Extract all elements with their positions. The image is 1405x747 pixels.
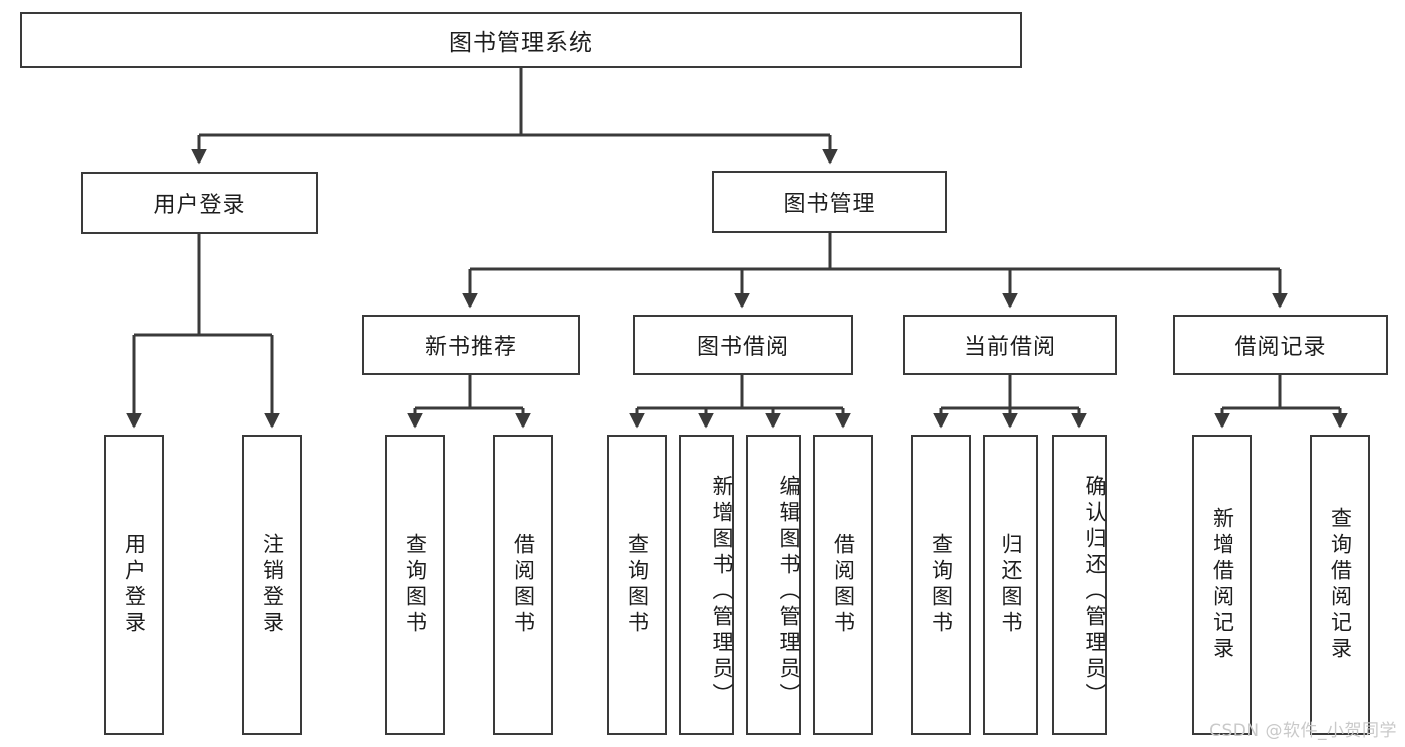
node-label: 注销登录 bbox=[260, 533, 285, 637]
node-label: 借阅记录 bbox=[1234, 335, 1327, 360]
leaf-user-login-login[interactable]: 用户登录 bbox=[104, 435, 164, 735]
node-root-library-system[interactable]: 图书管理系统 bbox=[20, 12, 1022, 68]
node-borrow-records[interactable]: 借阅记录 bbox=[1173, 315, 1388, 375]
leaf-current-borrow-confirm-return-admin[interactable]: 确认归还（管理员） bbox=[1052, 435, 1107, 735]
node-label: 查询图书 bbox=[403, 533, 428, 637]
node-user-login[interactable]: 用户登录 bbox=[81, 172, 318, 234]
node-label: 借阅图书 bbox=[831, 533, 856, 637]
node-label: 借阅图书 bbox=[511, 533, 536, 637]
leaf-records-query-record[interactable]: 查询借阅记录 bbox=[1310, 435, 1370, 735]
node-new-book-recommend[interactable]: 新书推荐 bbox=[362, 315, 580, 375]
node-label: 用户登录 bbox=[153, 193, 246, 218]
node-label: 查询图书 bbox=[929, 533, 954, 637]
leaf-new-book-borrow-book[interactable]: 借阅图书 bbox=[493, 435, 553, 735]
node-label: 新书推荐 bbox=[424, 335, 517, 360]
node-label: 用户登录 bbox=[122, 533, 147, 637]
leaf-book-borrow-add-book-admin[interactable]: 新增图书（管理员） bbox=[679, 435, 734, 735]
leaf-user-login-logout[interactable]: 注销登录 bbox=[242, 435, 302, 735]
node-label: 查询图书 bbox=[625, 533, 650, 637]
node-label: 归还图书 bbox=[999, 533, 1023, 637]
leaf-current-borrow-return-book[interactable]: 归还图书 bbox=[983, 435, 1038, 735]
node-label: 图书管理 bbox=[783, 192, 876, 217]
node-book-borrow[interactable]: 图书借阅 bbox=[633, 315, 853, 375]
node-label: 新增图书（管理员） bbox=[710, 475, 734, 709]
node-label: 当前借阅 bbox=[963, 335, 1056, 360]
node-current-borrow[interactable]: 当前借阅 bbox=[903, 315, 1117, 375]
leaf-records-add-record[interactable]: 新增借阅记录 bbox=[1192, 435, 1252, 735]
leaf-book-borrow-borrow-book[interactable]: 借阅图书 bbox=[813, 435, 873, 735]
node-book-management[interactable]: 图书管理 bbox=[712, 171, 947, 233]
node-label: 查询借阅记录 bbox=[1328, 507, 1353, 663]
leaf-new-book-query-book[interactable]: 查询图书 bbox=[385, 435, 445, 735]
node-label: 图书借阅 bbox=[696, 335, 789, 360]
leaf-book-borrow-edit-book-admin[interactable]: 编辑图书（管理员） bbox=[746, 435, 801, 735]
leaf-current-borrow-query-book[interactable]: 查询图书 bbox=[911, 435, 971, 735]
watermark: CSDN @软件_小贺同学 bbox=[1209, 721, 1397, 741]
node-label: 编辑图书（管理员） bbox=[777, 475, 801, 709]
leaf-book-borrow-query-book[interactable]: 查询图书 bbox=[607, 435, 667, 735]
node-label: 确认归还（管理员） bbox=[1083, 475, 1107, 709]
node-label: 新增借阅记录 bbox=[1210, 507, 1235, 663]
node-label: 图书管理系统 bbox=[449, 30, 593, 56]
